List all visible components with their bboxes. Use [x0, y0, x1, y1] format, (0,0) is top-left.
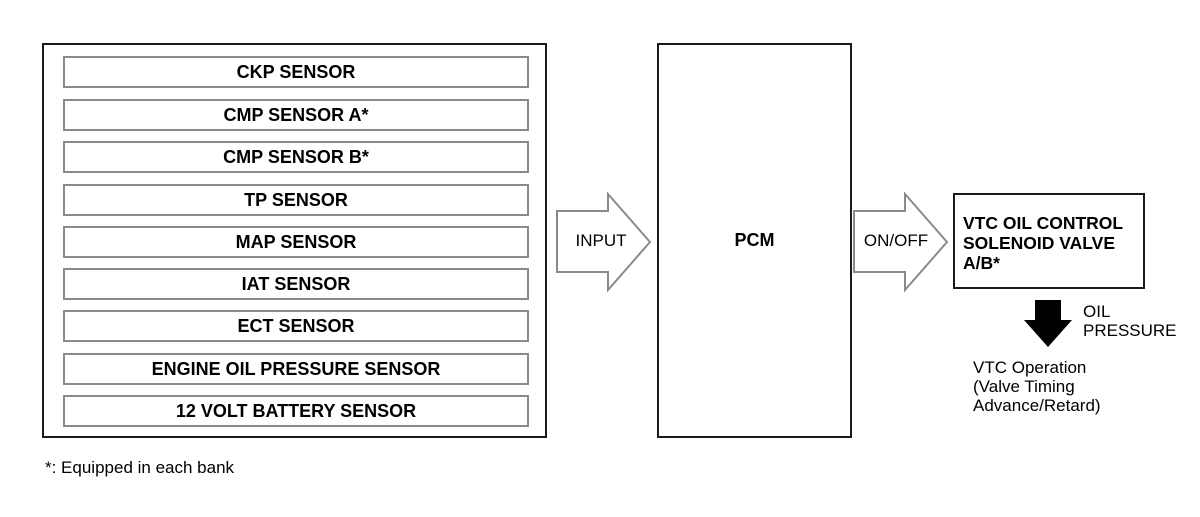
pcm-box: PCM	[657, 43, 852, 438]
vtc-valve-label: VTC OIL CONTROL SOLENOID VALVE A/B*	[963, 213, 1124, 273]
sensor-panel: CKP SENSOR CMP SENSOR A* CMP SENSOR B* T…	[42, 43, 547, 438]
sensor-box-eop: ENGINE OIL PRESSURE SENSOR	[63, 353, 529, 385]
sensor-box-tp: TP SENSOR	[63, 184, 529, 216]
sensor-box-cmp-a: CMP SENSOR A*	[63, 99, 529, 131]
sensor-box-battery: 12 VOLT BATTERY SENSOR	[63, 395, 529, 427]
sensor-box-cmp-b: CMP SENSOR B*	[63, 141, 529, 173]
sensor-box-ckp: CKP SENSOR	[63, 56, 529, 88]
vtc-operation-label: VTC Operation (Valve Timing Advance/Reta…	[973, 358, 1101, 415]
sensor-box-ect: ECT SENSOR	[63, 310, 529, 342]
input-arrow	[556, 191, 652, 293]
output-arrow-label: ON/OFF	[863, 231, 929, 250]
oil-pressure-label: OIL PRESSURE	[1083, 302, 1177, 340]
output-arrow	[853, 191, 949, 293]
input-arrow-label: INPUT	[575, 231, 627, 250]
vtc-valve-box: VTC OIL CONTROL SOLENOID VALVE A/B*	[953, 193, 1145, 289]
oil-pressure-arrow	[1024, 300, 1072, 347]
sensor-box-iat: IAT SENSOR	[63, 268, 529, 300]
sensor-box-map: MAP SENSOR	[63, 226, 529, 258]
footnote: *: Equipped in each bank	[45, 458, 235, 477]
